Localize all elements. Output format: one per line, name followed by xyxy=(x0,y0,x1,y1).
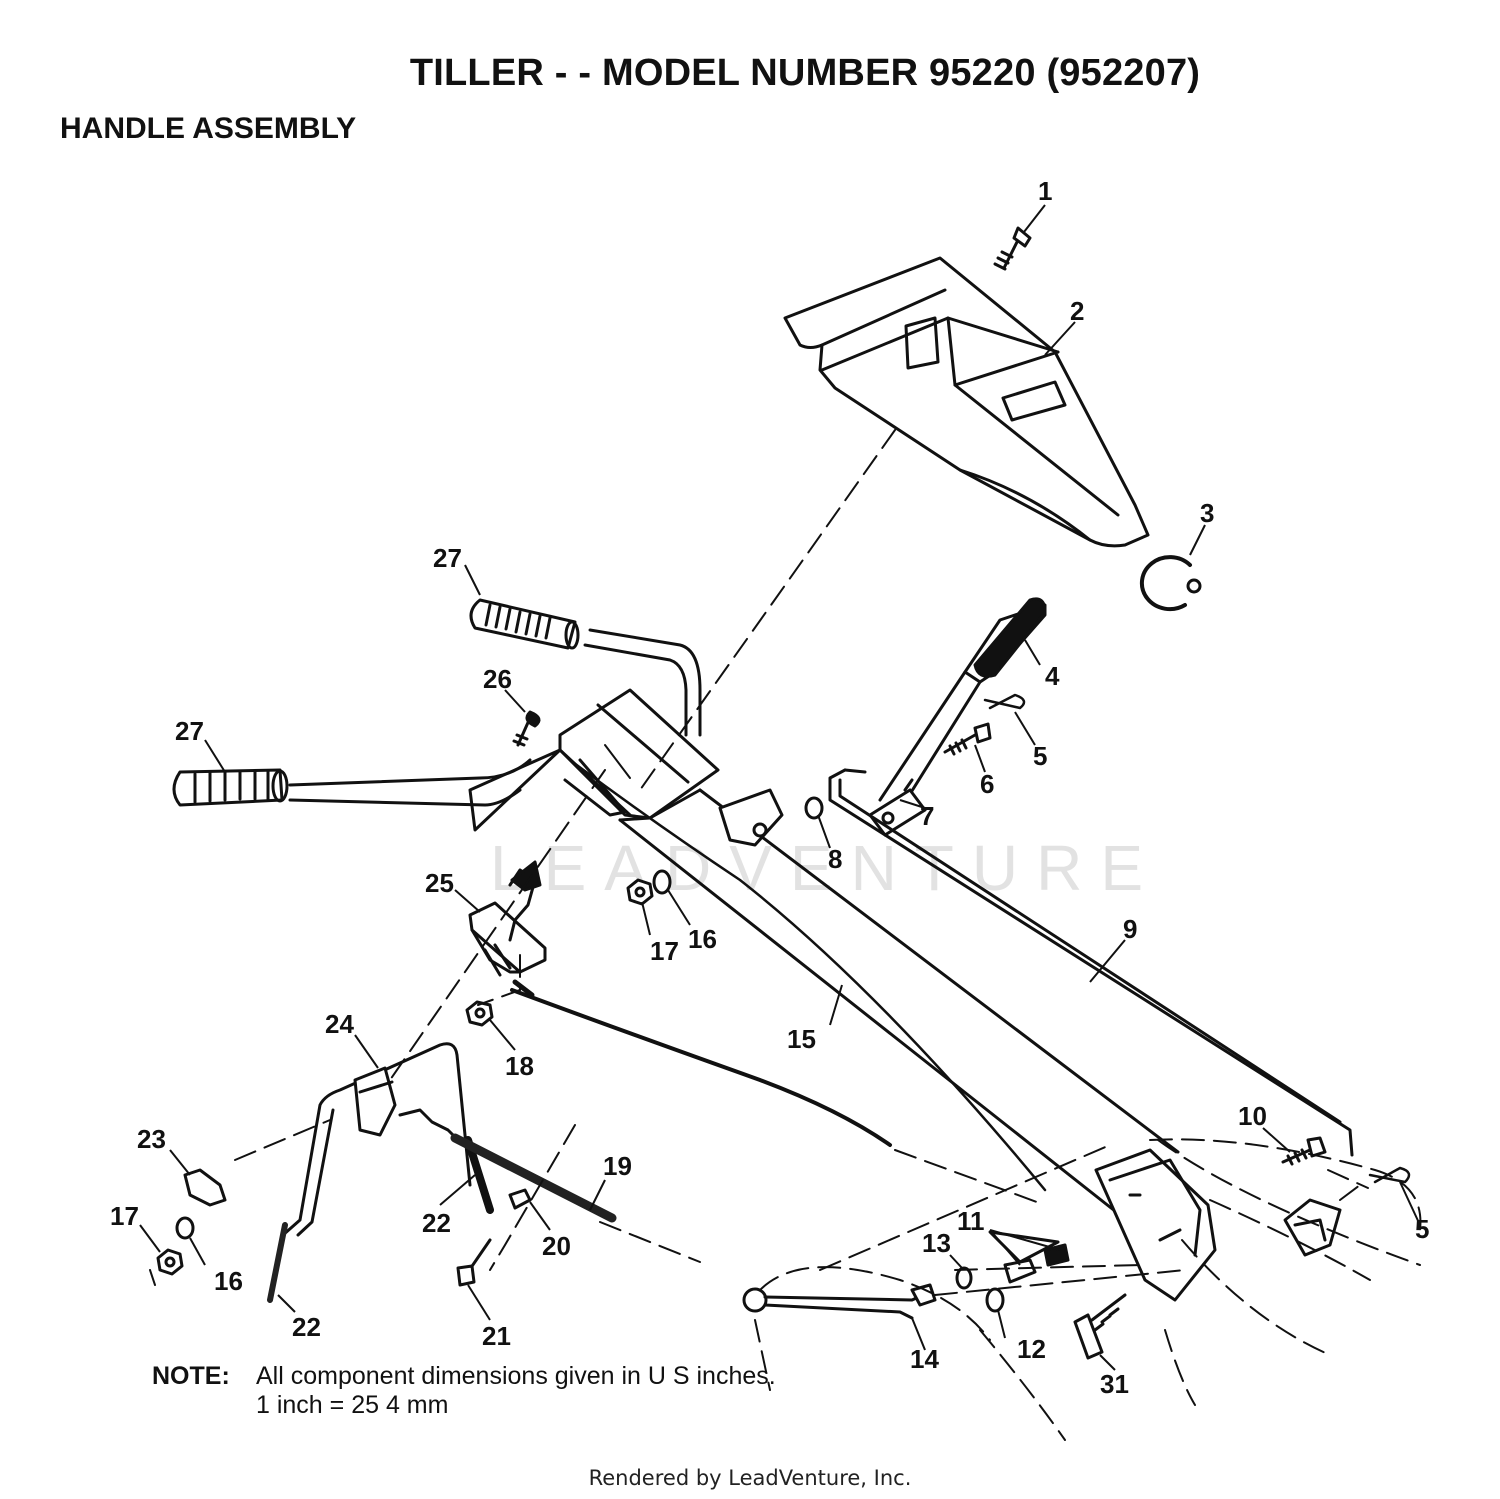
callout-21: 21 xyxy=(482,1321,511,1351)
page-title: TILLER - - MODEL NUMBER 95220 (952207) xyxy=(409,52,1201,94)
callout-10: 10 xyxy=(1238,1101,1267,1131)
callout-7: 7 xyxy=(920,801,934,831)
nut-part-17-lower[interactable] xyxy=(156,1248,184,1276)
clip-part-20[interactable] xyxy=(508,1188,532,1210)
hairpin-clip-part-upper[interactable] xyxy=(983,693,1026,710)
upper-handlebar-part[interactable] xyxy=(583,628,702,737)
nut-part-17-upper[interactable] xyxy=(626,878,654,906)
control-bracket-part[interactable] xyxy=(468,860,547,977)
hairpin-clip-part-lower[interactable] xyxy=(1368,1166,1411,1184)
footer-credit: Rendered by LeadVenture, Inc. xyxy=(588,1466,912,1490)
washer-part-12[interactable] xyxy=(985,1287,1005,1313)
callout-13: 13 xyxy=(922,1228,951,1258)
washer-part-16-upper[interactable] xyxy=(652,869,672,895)
callout-22b: 22 xyxy=(292,1312,321,1342)
callout-2: 2 xyxy=(1070,296,1084,326)
handle-panel-part[interactable] xyxy=(783,256,1150,548)
carriage-bolt-part-26[interactable] xyxy=(512,710,541,747)
callout-1: 1 xyxy=(1038,176,1052,206)
callout-17a: 17 xyxy=(650,936,679,966)
callout-26: 26 xyxy=(483,664,512,694)
callout-5a: 5 xyxy=(1033,741,1047,771)
callout-27b: 27 xyxy=(175,716,204,746)
bolt-part-31[interactable] xyxy=(1073,1293,1127,1360)
callout-14: 14 xyxy=(910,1344,939,1374)
knob-part-11[interactable] xyxy=(988,1230,1070,1284)
bolt-part-21[interactable] xyxy=(456,1238,492,1287)
main-handle-tube-part[interactable] xyxy=(618,788,1217,1302)
spring-part-22-upper[interactable] xyxy=(464,1136,494,1214)
callout-9: 9 xyxy=(1123,914,1137,944)
callout-31: 31 xyxy=(1100,1369,1129,1399)
callout-20: 20 xyxy=(542,1231,571,1261)
callout-22a: 22 xyxy=(422,1208,451,1238)
callout-11: 11 xyxy=(957,1206,985,1236)
handle-bracket-part[interactable] xyxy=(468,688,784,847)
nut-part-18[interactable] xyxy=(465,1000,494,1027)
assembly-subtitle: HANDLE ASSEMBLY xyxy=(60,112,357,145)
note-line-2: 1 inch = 25 4 mm xyxy=(256,1391,449,1419)
washer-part-16-lower[interactable] xyxy=(175,1216,195,1240)
callout-3: 3 xyxy=(1200,498,1214,528)
callout-27a: 27 xyxy=(433,543,462,573)
main-cable-part[interactable] xyxy=(568,758,1047,1192)
washer-part-13[interactable] xyxy=(955,1266,973,1290)
watermark-text: LEADVENTURE xyxy=(490,832,1161,904)
shift-rod-part[interactable] xyxy=(828,768,1354,1157)
callout-12: 12 xyxy=(1017,1334,1046,1364)
callout-6: 6 xyxy=(980,769,994,799)
clamp-part-23[interactable] xyxy=(183,1168,227,1207)
callout-17b: 17 xyxy=(110,1201,139,1231)
note-label: NOTE: xyxy=(152,1362,230,1390)
screw-part-1[interactable] xyxy=(993,226,1032,271)
lower-handlebar-part[interactable] xyxy=(288,758,532,807)
callout-4: 4 xyxy=(1045,661,1060,691)
note-line-1: All component dimensions given in U S in… xyxy=(256,1362,776,1390)
callout-19: 19 xyxy=(603,1151,632,1181)
grip-part-upper[interactable] xyxy=(469,598,580,650)
grip-part-lower[interactable] xyxy=(172,768,289,807)
ring-clip-part[interactable] xyxy=(1139,555,1192,612)
callout-5b: 5 xyxy=(1415,1214,1429,1244)
callout-25: 25 xyxy=(425,868,454,898)
bolt-part-6[interactable] xyxy=(943,722,992,756)
control-cable-part[interactable] xyxy=(510,979,892,1147)
cable-part-19[interactable] xyxy=(398,1108,617,1223)
callout-16b: 16 xyxy=(214,1266,243,1296)
callout-24: 24 xyxy=(325,1009,354,1039)
callout-18: 18 xyxy=(505,1051,534,1081)
shift-lever-grip-part[interactable] xyxy=(973,597,1047,678)
control-rod-part[interactable] xyxy=(281,1042,472,1237)
callout-23: 23 xyxy=(137,1124,166,1154)
callout-15: 15 xyxy=(787,1024,816,1054)
callout-8: 8 xyxy=(828,844,842,874)
spring-part-22-lower[interactable] xyxy=(267,1222,288,1303)
dimension-note: NOTE: All component dimensions given in U… xyxy=(152,1362,776,1420)
depth-lever-part[interactable] xyxy=(742,1283,937,1320)
bolt-part-10[interactable] xyxy=(1281,1136,1327,1166)
shift-bracket-part[interactable] xyxy=(1283,1198,1342,1257)
callout-16a: 16 xyxy=(688,924,717,954)
spacer-part-8[interactable] xyxy=(804,796,824,820)
